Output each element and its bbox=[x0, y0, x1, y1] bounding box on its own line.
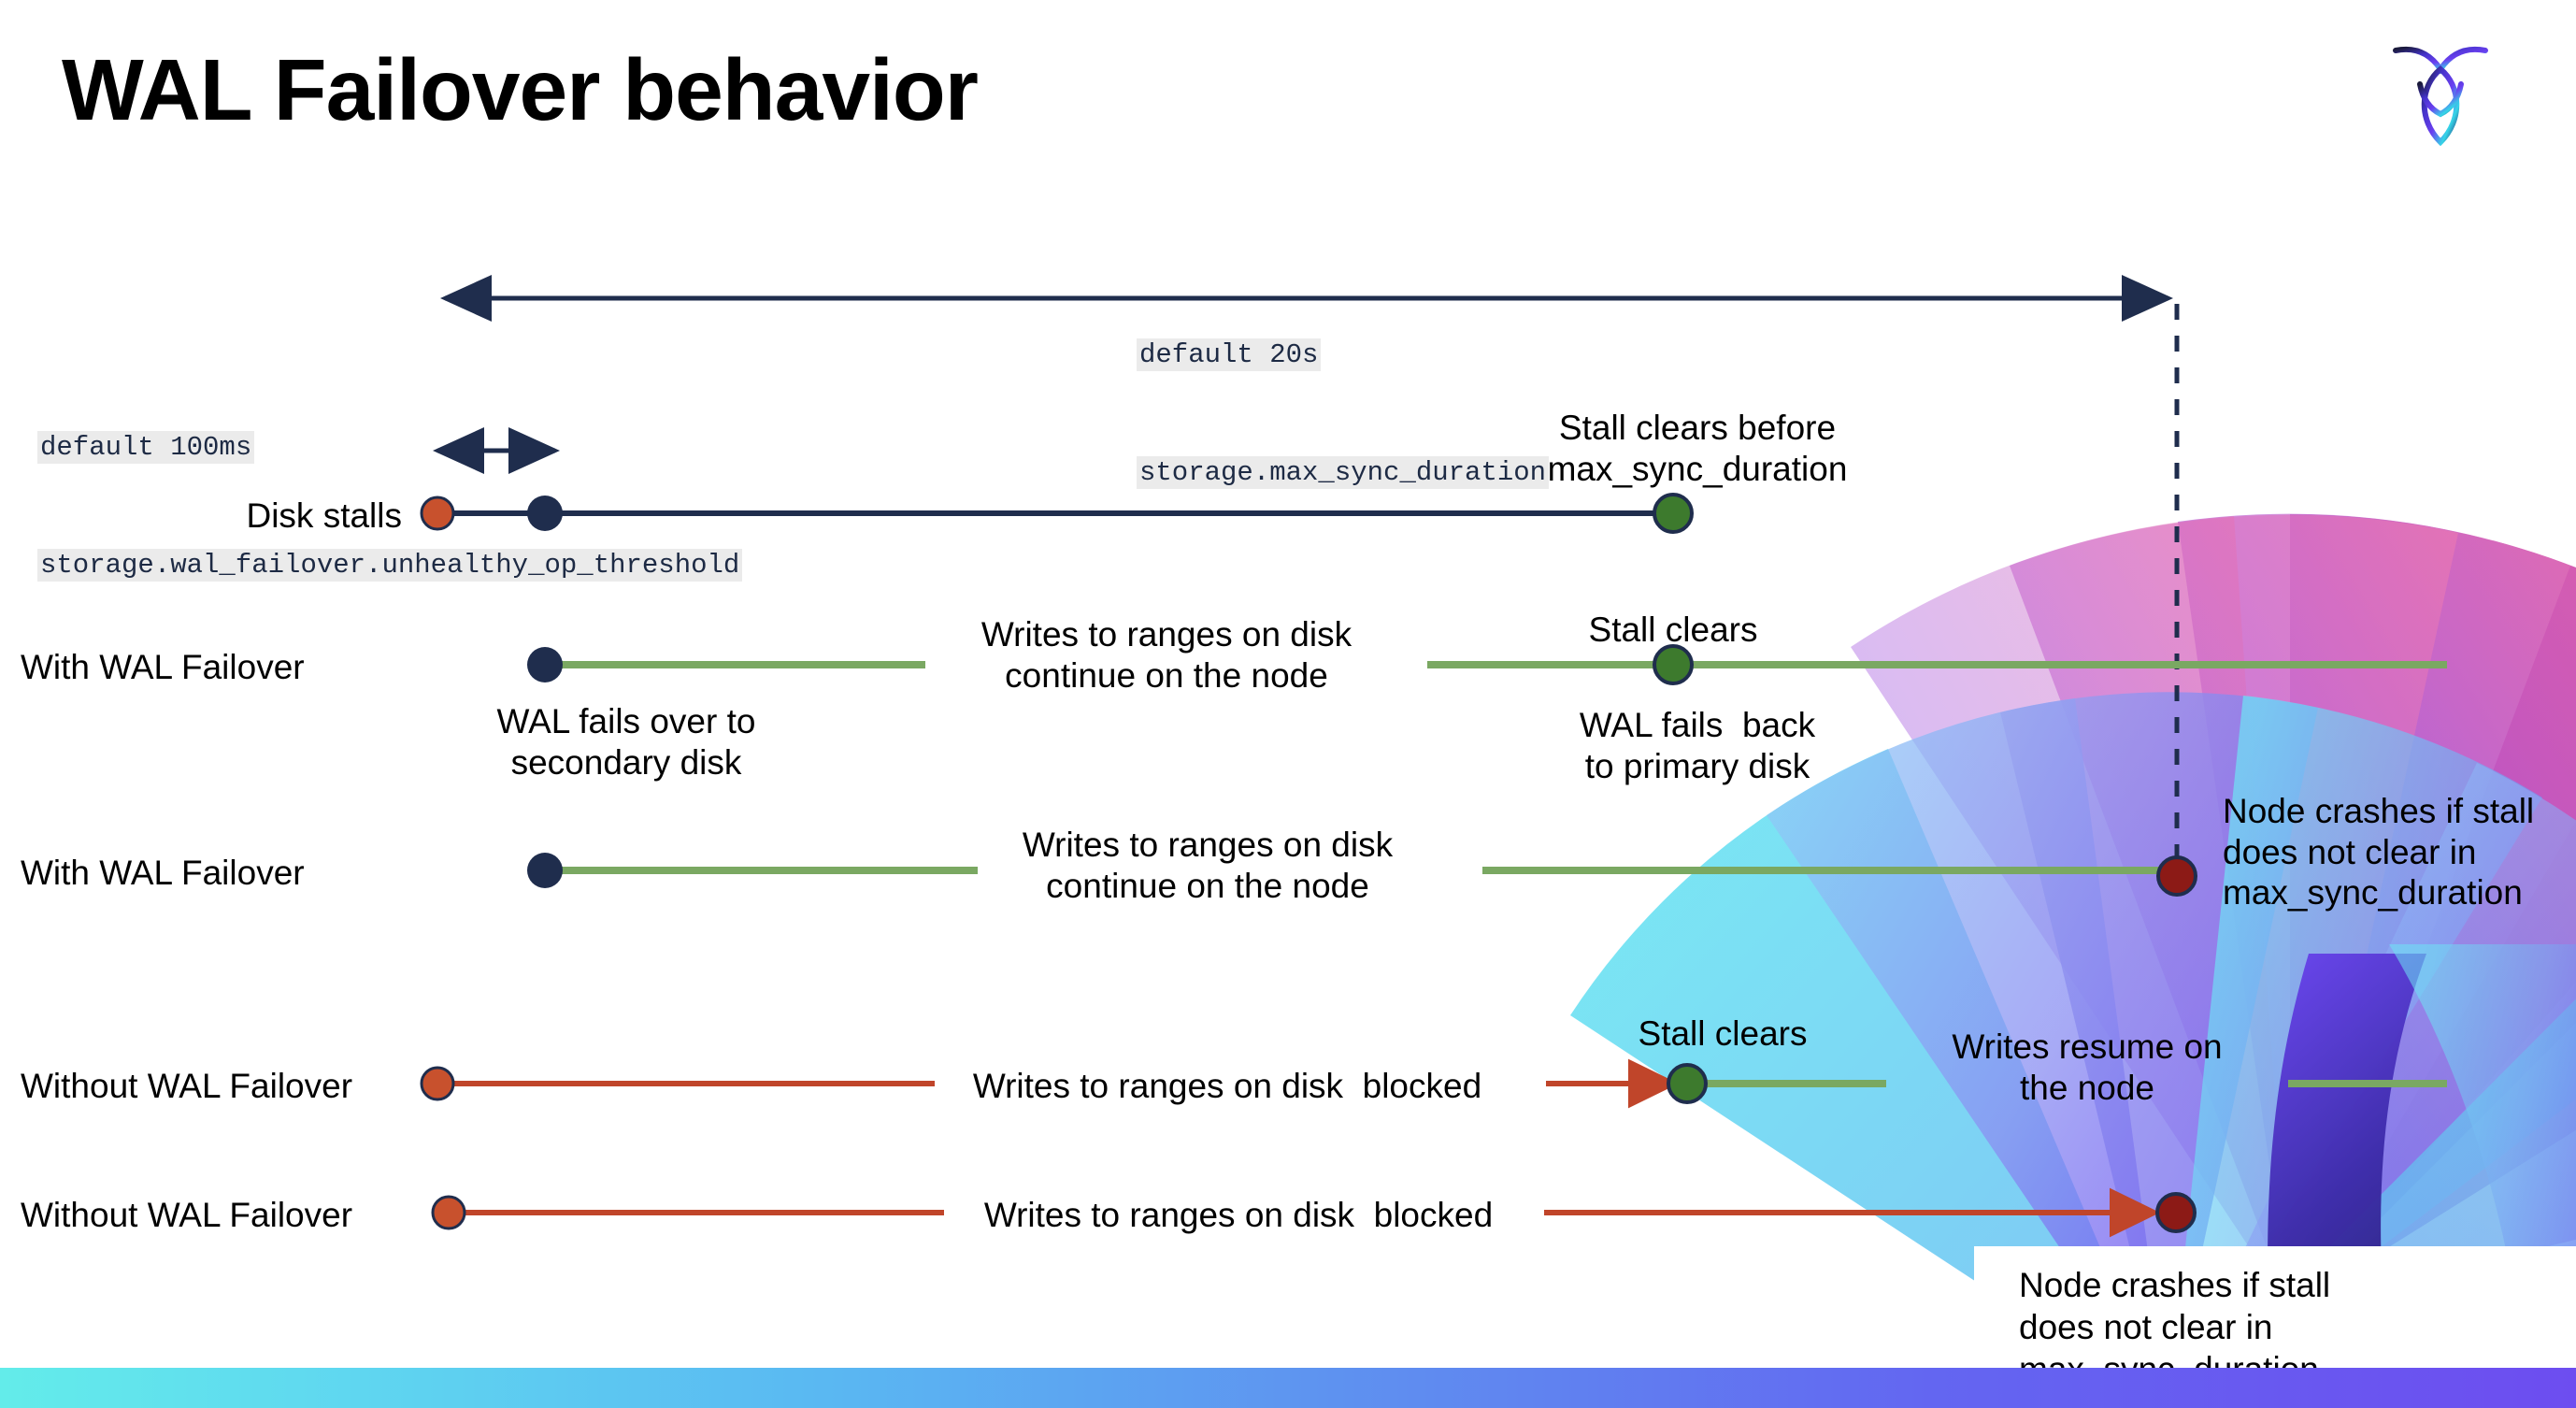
note-stall-clears-before-max-sync: Stall clears before max_sync_duration bbox=[1547, 409, 1848, 488]
stall-clear-dot bbox=[1667, 1063, 1708, 1104]
unhealthy-threshold-annotation: default 100ms storage.wal_failover.unhea… bbox=[37, 350, 743, 664]
unhealthy-default-text: default 100ms bbox=[37, 431, 255, 465]
note-wal-fails-back: WAL fails back to primary disk bbox=[1579, 706, 1816, 785]
note-writes-resume: Writes resume on the node bbox=[1952, 1027, 2223, 1107]
page-title: WAL Failover behavior bbox=[62, 41, 979, 138]
note-writes-continue-2: Writes to ranges on disk continue on the… bbox=[1022, 826, 1394, 905]
bottom-gradient-bar bbox=[0, 1368, 2576, 1408]
failover-dot bbox=[527, 496, 563, 531]
note-wal-fails-over: WAL fails over to secondary disk bbox=[496, 702, 756, 782]
note-writes-continue-1: Writes to ranges on disk continue on the… bbox=[980, 615, 1352, 695]
note-writes-blocked-2: Writes to ranges on disk blocked bbox=[983, 1196, 1494, 1234]
max-sync-duration-annotation: default 20s storage.max_sync_duration bbox=[1137, 257, 1550, 571]
row-with-failover-1-track bbox=[527, 644, 2447, 685]
stall-clear-dot bbox=[1653, 644, 1694, 685]
row-label-with-failover-2: With WAL Failover bbox=[21, 854, 305, 892]
failover-dot bbox=[527, 853, 563, 888]
note-stall-clears-row4: Stall clears bbox=[1638, 1014, 1808, 1053]
node-crash-dot bbox=[2156, 855, 2197, 897]
node-crash-dot bbox=[2155, 1192, 2197, 1233]
note-node-crashes-1: Node crashes if stall does not clear in … bbox=[2223, 792, 2535, 912]
stall-start-dot bbox=[420, 1066, 455, 1101]
stall-start-dot bbox=[431, 1195, 466, 1230]
row-label-without-failover-2: Without WAL Failover bbox=[21, 1196, 353, 1234]
note-stall-clears-row2: Stall clears bbox=[1588, 611, 1758, 649]
cockroachdb-logo bbox=[2393, 46, 2488, 147]
note-writes-blocked-1: Writes to ranges on disk blocked bbox=[972, 1067, 1482, 1105]
stall-clear-dot bbox=[1653, 493, 1694, 534]
row-label-disk-stalls: Disk stalls bbox=[246, 496, 402, 535]
unhealthy-setting-text: storage.wal_failover.unhealthy_op_thresh… bbox=[37, 549, 743, 582]
failover-dot bbox=[527, 647, 563, 682]
row-disk-stalls-track bbox=[420, 493, 1694, 534]
row-with-failover-2-track bbox=[527, 853, 2197, 897]
row-without-failover-2-track bbox=[431, 1187, 2197, 1238]
row-label-with-failover-1: With WAL Failover bbox=[21, 648, 305, 686]
row-label-without-failover-1: Without WAL Failover bbox=[21, 1067, 353, 1105]
max-sync-default-text: default 20s bbox=[1137, 338, 1322, 372]
row-without-failover-1-track bbox=[420, 1058, 2447, 1109]
stall-start-dot bbox=[420, 496, 455, 531]
max-sync-setting-text: storage.max_sync_duration bbox=[1137, 456, 1550, 490]
